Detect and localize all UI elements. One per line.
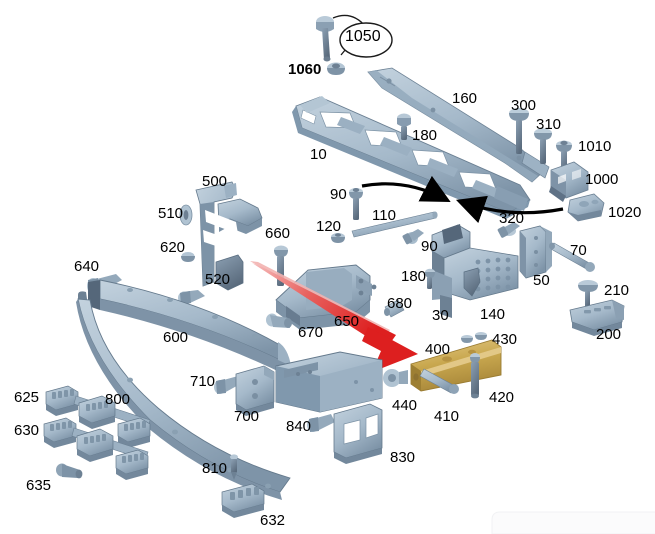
part-label-90: 90 — [421, 238, 438, 255]
part-pin-680 — [384, 299, 405, 318]
part-bolt-320 — [497, 222, 520, 238]
part-label-1060: 1060 — [288, 61, 322, 78]
part-nut-120 — [331, 233, 345, 243]
part-label-700: 700 — [234, 408, 260, 425]
part-bolt-210 — [578, 280, 598, 307]
part-label-430: 430 — [492, 331, 518, 348]
part-clamp-632 — [221, 483, 265, 518]
part-label-680: 680 — [387, 295, 413, 312]
part-label-625: 625 — [14, 389, 40, 406]
part-bracket-830 — [333, 403, 383, 464]
part-label-660: 660 — [265, 225, 291, 242]
part-carrier-panel-10 — [292, 96, 531, 219]
part-label-320: 320 — [499, 210, 525, 227]
part-label-300: 300 — [511, 97, 537, 114]
part-label-710: 710 — [190, 373, 216, 390]
part-bolt-420 — [470, 353, 480, 399]
part-label-1050: 1050 — [345, 28, 381, 45]
part-label-810: 810 — [202, 460, 228, 477]
part-label-410: 410 — [434, 408, 460, 425]
part-bolt-90-right — [402, 229, 424, 245]
part-bolt-300 — [509, 108, 529, 154]
part-label-640: 640 — [74, 258, 100, 275]
part-bolt-90-left — [349, 188, 363, 220]
part-label-800: 800 — [105, 391, 131, 408]
part-label-180: 180 — [412, 127, 438, 144]
part-label-50: 50 — [533, 272, 550, 289]
part-bolt-670 — [266, 313, 292, 328]
part-label-210: 210 — [604, 282, 630, 299]
part-lower-panel — [275, 351, 383, 413]
part-label-420: 420 — [489, 389, 515, 406]
part-bolt-1050 — [316, 16, 334, 62]
part-label-650: 650 — [334, 313, 360, 330]
part-strut-70 — [549, 242, 595, 272]
part-label-620: 620 — [160, 239, 186, 256]
part-clamp-630-row — [43, 417, 149, 480]
part-bracket-500 — [195, 181, 263, 291]
part-bolt-635 — [56, 463, 83, 479]
part-label-830: 830 — [390, 449, 416, 466]
part-label-600: 600 — [163, 329, 189, 346]
part-label-632: 632 — [260, 512, 286, 529]
callout-arrow-left — [361, 175, 451, 202]
part-label-1020: 1020 — [608, 204, 642, 221]
part-label-670: 670 — [298, 324, 324, 341]
part-label-400: 400 — [425, 341, 451, 358]
part-label-1010: 1010 — [578, 138, 612, 155]
part-label-120: 120 — [316, 218, 342, 235]
part-bracket-50 — [519, 225, 552, 279]
part-bolt-310 — [534, 128, 552, 164]
part-nut-1060 — [327, 62, 345, 75]
part-label-840: 840 — [286, 418, 312, 435]
part-label-635: 635 — [26, 477, 52, 494]
balloon-circle-1050 — [339, 22, 393, 58]
part-label-630: 630 — [14, 422, 40, 439]
part-label-510: 510 — [158, 205, 184, 222]
part-bolt-840 — [307, 414, 335, 432]
part-label-10: 10 — [310, 146, 327, 163]
part-bolt-410 — [419, 368, 459, 394]
part-label-70: 70 — [570, 242, 587, 259]
part-studs-430 — [461, 332, 487, 343]
part-bolt-180-upper — [397, 113, 411, 140]
part-label-310: 310 — [536, 116, 562, 133]
highlight-arrow — [250, 261, 418, 372]
part-rod-110 — [351, 211, 438, 238]
part-label-90: 90 — [330, 186, 347, 203]
callout-arrow-right — [455, 195, 564, 224]
part-beam-800-upper-bow — [76, 291, 291, 500]
part-rivet-440 — [383, 369, 408, 387]
bottom-right-panel — [491, 511, 655, 534]
part-label-1000: 1000 — [585, 171, 619, 188]
part-clamp-625-row — [45, 385, 151, 448]
part-bolt-810 — [230, 454, 238, 480]
part-module-30 — [431, 224, 519, 318]
part-bracket-1020 — [567, 193, 605, 222]
part-bolt-180-lower — [425, 268, 435, 289]
part-washer-510 — [179, 204, 193, 226]
part-crossmember-160 — [367, 67, 550, 183]
part-bracket-700 — [235, 365, 275, 416]
part-label-140: 140 — [480, 306, 506, 323]
part-clip-140 — [463, 267, 481, 297]
part-bracket-1000 — [549, 161, 589, 202]
part-label-520: 520 — [205, 271, 231, 288]
part-label-30: 30 — [432, 307, 449, 324]
part-label-440: 440 — [392, 397, 418, 414]
part-label-110: 110 — [372, 207, 396, 224]
part-label-500: 500 — [202, 173, 228, 190]
part-bracket-200 — [569, 299, 625, 336]
part-label-180: 180 — [401, 268, 427, 285]
part-nut-620 — [181, 252, 195, 262]
part-label-160: 160 — [452, 90, 478, 107]
part-label-200: 200 — [596, 326, 622, 343]
